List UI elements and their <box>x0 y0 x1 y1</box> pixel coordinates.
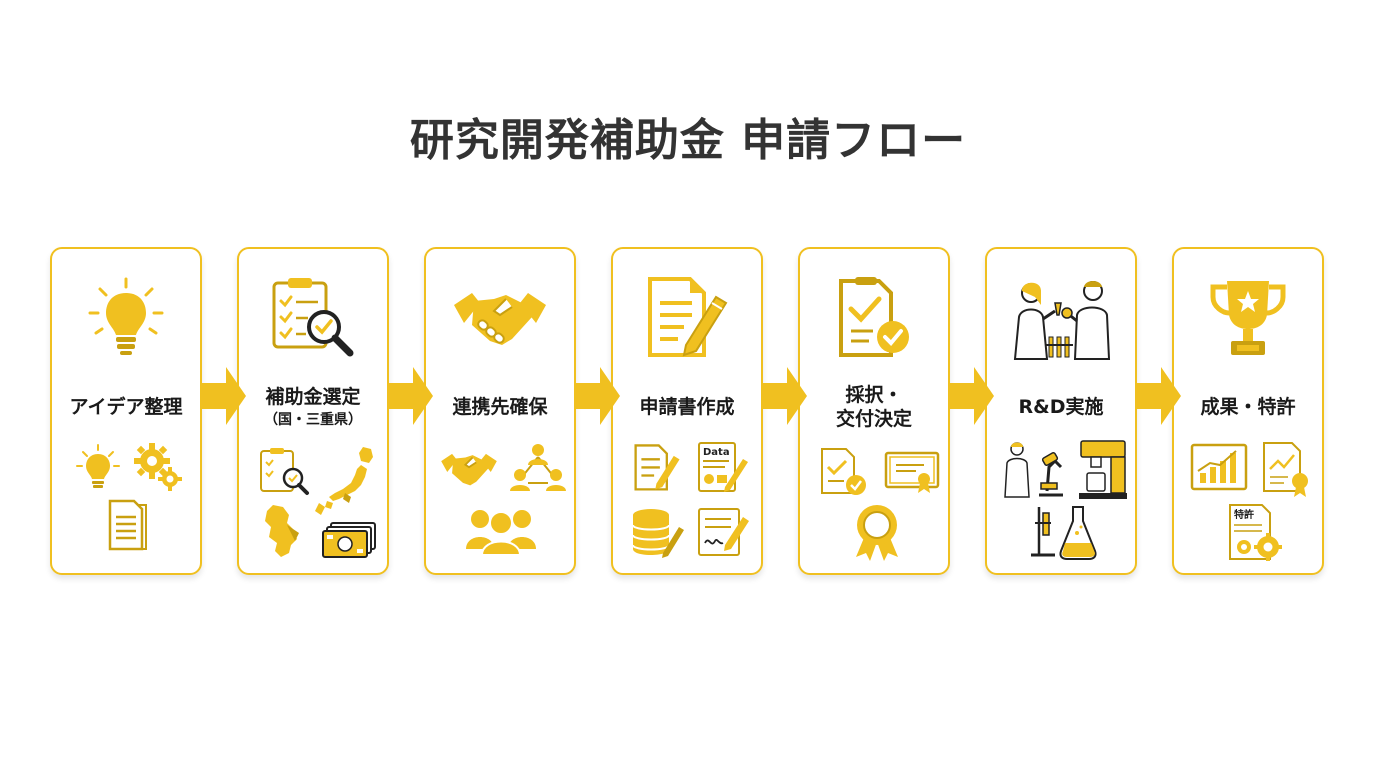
top-icon-area <box>1174 275 1322 361</box>
top-icon-area <box>239 275 387 361</box>
lightbulb-icon <box>88 277 164 355</box>
document-icon <box>108 499 147 551</box>
sub-icons-area: Data <box>613 437 761 565</box>
step-label: 成果・特許 <box>1200 395 1296 418</box>
document-pen-icon <box>648 277 728 357</box>
lightbulb-icon <box>76 444 120 488</box>
step-label-line2: 交付決定 <box>835 408 912 430</box>
researchers-icon <box>1013 281 1111 360</box>
step-card-idea: アイデア整理 <box>50 247 202 575</box>
step-sublabel: （国・三重県） <box>264 411 362 428</box>
database-pen-icon <box>632 509 684 558</box>
sub-icons-area: 特許 <box>1174 437 1322 565</box>
step-card-rnd: R&D実施 <box>985 247 1137 575</box>
handshake-icon <box>441 453 497 486</box>
top-icon-area <box>52 275 200 361</box>
sub-icons-area <box>239 437 387 565</box>
step-label: 採択・ <box>845 384 903 406</box>
certificate-chart-icon <box>1263 442 1308 497</box>
step-label-area: 採択・ 交付決定 <box>800 375 948 439</box>
top-icon-area <box>426 275 574 361</box>
document-pen-icon <box>634 444 680 491</box>
flow-arrow-4 <box>763 367 807 425</box>
data-sheet-icon: Data <box>698 442 748 492</box>
step-card-results: 成果・特許 特許 <box>1172 247 1324 575</box>
handshake-icon <box>454 293 546 345</box>
growth-chart-icon <box>1190 443 1248 491</box>
step-card-subsidy-selection: 補助金選定 （国・三重県） <box>237 247 389 575</box>
chemistry-icon <box>1031 506 1097 560</box>
step-card-adoption: 採択・ 交付決定 <box>798 247 950 575</box>
gears-icon <box>134 443 182 491</box>
page-title: 研究開発補助金 申請フロー <box>409 115 967 166</box>
approval-document-icon <box>839 277 909 357</box>
step-label: アイデア整理 <box>69 395 183 418</box>
step-card-application: 申請書作成 Data <box>611 247 763 575</box>
lab-equipment-icon <box>1079 440 1127 499</box>
top-icon-area <box>987 275 1135 361</box>
step-label: 申請書作成 <box>639 395 735 418</box>
step-label-area: 補助金選定 （国・三重県） <box>239 375 387 439</box>
sub-icons-area <box>426 437 574 565</box>
certificate-icon <box>884 451 940 493</box>
flow-arrow-3 <box>576 367 620 425</box>
clipboard-magnifier-icon <box>260 448 309 495</box>
step-label-area: 成果・特許 <box>1174 375 1322 439</box>
step-label-area: 連携先確保 <box>426 375 574 439</box>
sub-icons-area <box>800 437 948 565</box>
flow-arrow-5 <box>950 367 994 425</box>
group-icon <box>466 510 536 556</box>
step-label: 連携先確保 <box>452 395 548 418</box>
patent-caption: 特許 <box>1234 508 1254 521</box>
sub-icons-area <box>987 437 1135 565</box>
scientist-microscope-icon <box>1004 442 1063 498</box>
signature-icon <box>698 508 749 556</box>
approved-document-icon <box>821 448 866 495</box>
japan-map-icon <box>315 447 373 515</box>
patent-document-icon: 特許 <box>1229 504 1282 561</box>
network-people-icon <box>510 444 566 491</box>
flow-arrow-1 <box>202 367 246 425</box>
top-icon-area <box>613 275 761 361</box>
flow-arrow-2 <box>389 367 433 425</box>
step-label-area: R&D実施 <box>987 375 1135 439</box>
step-label: 補助金選定 <box>265 385 361 408</box>
sub-icons-area <box>52 437 200 565</box>
award-ribbon-icon <box>856 505 898 561</box>
step-card-partner: 連携先確保 <box>424 247 576 575</box>
step-label-area: アイデア整理 <box>52 375 200 439</box>
flow-arrow-6 <box>1137 367 1181 425</box>
money-icon <box>322 522 376 558</box>
mie-map-icon <box>265 505 299 557</box>
trophy-icon <box>1210 281 1286 355</box>
step-label-area: 申請書作成 <box>613 375 761 439</box>
data-sheet-caption: Data <box>703 447 730 458</box>
top-icon-area <box>800 275 948 361</box>
step-label: R&D実施 <box>1018 395 1104 418</box>
clipboard-magnifier-icon <box>272 278 354 357</box>
